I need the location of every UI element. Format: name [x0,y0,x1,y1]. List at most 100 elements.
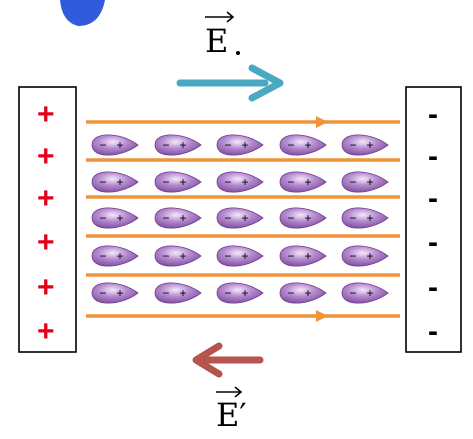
svg-text:E: E [205,22,228,60]
induced-field-arrow [192,342,264,378]
dipole-negative-sign: − [224,175,231,189]
dipole-positive-sign: + [366,138,373,152]
dipole-molecule: −+ [341,171,389,193]
applied-field-label: E [205,11,240,60]
dipole-positive-sign: + [366,175,373,189]
field-line-arrowheads [316,116,328,322]
dipole-molecule: −+ [279,282,327,304]
dipole-molecule: −+ [91,282,139,304]
dipole-molecule: −+ [91,245,139,267]
dipole-positive-sign: + [366,286,373,300]
dipole-negative-sign: − [287,138,294,152]
dipole-negative-sign: − [224,286,231,300]
dipole-negative-sign: − [224,211,231,225]
dipole-negative-sign: − [162,211,169,225]
plus-sign: + [37,140,55,173]
dipole-molecule: −+ [279,207,327,229]
dipole-positive-sign: + [241,249,248,263]
dipole-molecule: −+ [216,245,264,267]
dipole-negative-sign: − [224,138,231,152]
dipole-negative-sign: − [99,286,106,300]
dipole-negative-sign: − [162,138,169,152]
applied-field-arrow [176,64,284,102]
dipole-positive-sign: + [304,175,311,189]
dipole-negative-sign: − [99,138,106,152]
dipole-molecule: −+ [216,282,264,304]
dipole-negative-sign: − [287,249,294,263]
dipole-molecule: −+ [341,245,389,267]
dipole-molecule: −+ [154,171,202,193]
dipole-molecule: −+ [154,282,202,304]
dipole-negative-sign: − [349,286,356,300]
dipole-positive-sign: + [366,211,373,225]
dipole-positive-sign: + [116,211,123,225]
minus-sign: - [428,182,438,215]
dipole-positive-sign: + [116,138,123,152]
dipole-molecule: −+ [341,134,389,156]
dipole-negative-sign: − [99,249,106,263]
minus-sign: - [428,226,438,259]
dipole-negative-sign: − [287,175,294,189]
dipole-molecule: −+ [91,134,139,156]
dipole-positive-sign: + [116,286,123,300]
dipole-negative-sign: − [287,286,294,300]
negative-plate: - - - - - - [405,86,462,353]
dipole-positive-sign: + [179,286,186,300]
dipole-negative-sign: − [162,175,169,189]
dipole-negative-sign: − [99,211,106,225]
dipole-positive-sign: + [116,249,123,263]
plus-sign: + [37,315,55,348]
dipole-molecule: −+ [216,134,264,156]
induced-field-label: E′ [216,386,247,434]
dipole-molecule: −+ [279,245,327,267]
dipole-positive-sign: + [366,249,373,263]
dipole-negative-sign: − [224,249,231,263]
dipole-negative-sign: − [349,138,356,152]
dipole-positive-sign: + [179,175,186,189]
plus-sign: + [37,182,55,215]
dipole-positive-sign: + [304,211,311,225]
dipole-positive-sign: + [241,175,248,189]
plus-sign: + [37,98,55,131]
dipole-negative-sign: − [287,211,294,225]
dipole-positive-sign: + [179,211,186,225]
minus-sign: - [428,140,438,173]
dipole-molecule: −+ [341,207,389,229]
dipole-molecule: −+ [216,171,264,193]
minus-sign: - [428,271,438,304]
dipole-positive-sign: + [179,138,186,152]
corner-mark [60,0,105,26]
dipole-molecule: −+ [91,171,139,193]
dipole-negative-sign: − [162,286,169,300]
minus-sign: - [428,98,438,131]
dipole-positive-sign: + [241,286,248,300]
field-lines [86,120,400,318]
dipole-positive-sign: + [304,249,311,263]
dipole-positive-sign: + [304,138,311,152]
dipole-molecule: −+ [216,207,264,229]
dipole-negative-sign: − [349,249,356,263]
dipole-molecule: −+ [154,134,202,156]
dipole-negative-sign: − [349,175,356,189]
dipole-molecule: −+ [91,207,139,229]
dipole-positive-sign: + [241,138,248,152]
plus-sign: + [37,271,55,304]
dipole-positive-sign: + [179,249,186,263]
dipole-negative-sign: − [349,211,356,225]
minus-sign: - [428,315,438,348]
dipole-positive-sign: + [116,175,123,189]
dipole-positive-sign: + [304,286,311,300]
plus-sign: + [37,226,55,259]
dipole-negative-sign: − [99,175,106,189]
dipole-positive-sign: + [241,211,248,225]
svg-text:E′: E′ [216,396,247,434]
dipole-molecule: −+ [279,134,327,156]
dipole-grid: −+−+−+−+−+−+−+−+−+−+−+−+−+−+−+−+−+−+−+−+… [91,134,389,304]
dipole-molecule: −+ [154,245,202,267]
dipole-negative-sign: − [162,249,169,263]
dipole-molecule: −+ [279,171,327,193]
dipole-molecule: −+ [341,282,389,304]
dipole-molecule: −+ [154,207,202,229]
positive-plate: + + + + + + [18,86,77,353]
